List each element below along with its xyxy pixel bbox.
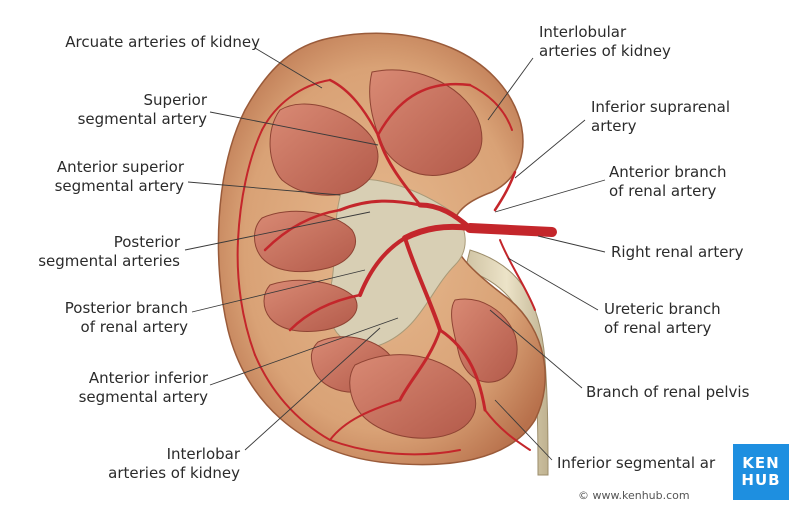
label-superior-segmental-artery: Superior segmental artery [77,91,207,128]
label-interlobular-arteries: Interlobular arteries of kidney [539,23,671,60]
logo-line-2: HUB [741,471,781,489]
label-anterior-superior-segmental-artery: Anterior superior segmental artery [54,158,184,195]
label-posterior-segmental-arteries: Posterior segmental arteries [38,233,180,270]
pyramid [254,210,357,273]
label-ureteric-branch-renal-artery: Ureteric branch of renal artery [604,300,721,337]
pyramid [263,279,358,332]
label-posterior-branch-renal-artery: Posterior branch of renal artery [64,299,188,336]
pyramid [349,354,477,439]
renal-arteries [236,78,557,456]
pyramid [269,103,379,196]
leader-lines [184,47,606,461]
label-branch-renal-pelvis: Branch of renal pelvis [586,383,750,401]
label-arcuate-arteries: Arcuate arteries of kidney [65,33,260,51]
kenhub-logo: KEN HUB [733,444,789,500]
label-inferior-segmental-artery: Inferior segmental ar [557,454,716,472]
label-anterior-branch-renal-artery: Anterior branch of renal artery [609,163,727,200]
label-interlobar-arteries: Interlobar arteries of kidney [108,445,240,482]
label-right-renal-artery: Right renal artery [611,243,744,261]
renal-sinus [327,178,466,348]
label-inferior-suprarenal-artery: Inferior suprarenal artery [591,98,731,135]
label-anterior-inferior-segmental-artery: Anterior inferior segmental artery [78,369,208,406]
copyright-credit: © www.kenhub.com [578,489,690,502]
logo-line-1: KEN [742,454,780,472]
